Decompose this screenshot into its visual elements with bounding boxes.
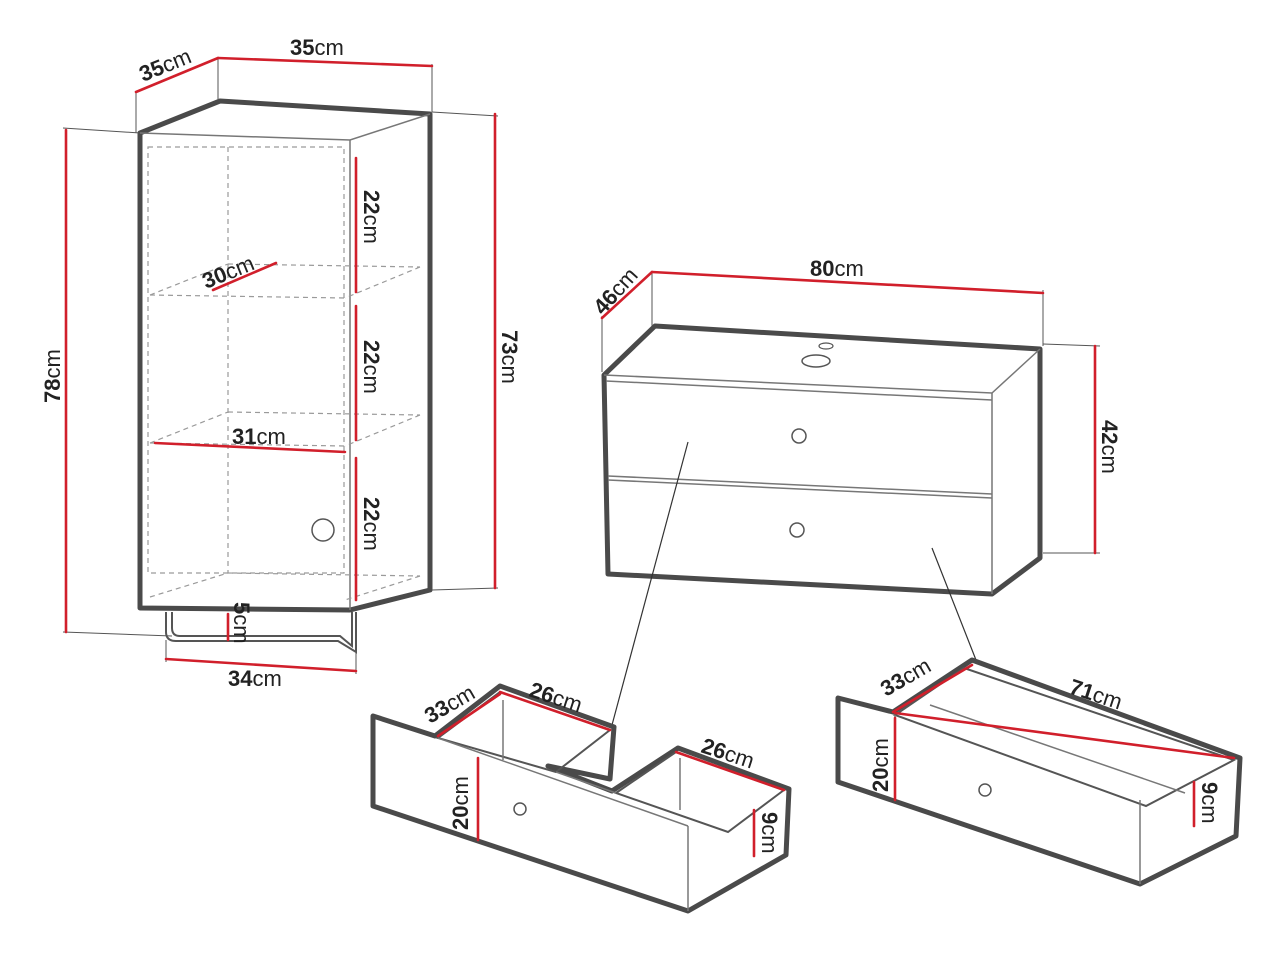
cabinet-base-width-label: 34cm: [228, 666, 282, 691]
cabinet-base-frame: [171, 612, 353, 649]
small-drawer-width-left-line: [498, 690, 612, 732]
vanity-depth-line: [600, 270, 654, 320]
vanity-width-line: [650, 270, 1045, 295]
cabinet-door-knob: [311, 518, 335, 542]
cabinet-width-line: [216, 56, 434, 68]
cabinet-depth-line: [134, 56, 220, 94]
vanity-depth-label: 46cm: [588, 263, 643, 320]
cabinet-base-width-line: [164, 657, 358, 673]
vanity-lower-knob: [789, 522, 805, 538]
small-drawer-pointer: [611, 441, 689, 726]
large-drawer-knob: [978, 783, 992, 797]
vanity-unit: 46cm 80cm 42cm: [588, 256, 1122, 726]
cabinet-shelf-width-label: 31cm: [232, 424, 286, 449]
large-drawer-width-label: 71cm: [1066, 674, 1125, 714]
sink-hole: [801, 354, 831, 368]
small-drawer-depth-line: [436, 692, 502, 738]
small-drawer: 33cm 26cm 26cm 20cm 9cm: [370, 677, 792, 914]
large-drawer-depth-line: [891, 663, 974, 714]
cabinet-shelf-width-line: [153, 441, 347, 454]
large-drawer: 33cm 71cm 20cm 9cm: [835, 653, 1243, 887]
cabinet-shelf-gap-label-1: 22cm: [359, 190, 384, 244]
vanity-upper-knob: [791, 428, 807, 444]
small-drawer-side-height-label: 9cm: [757, 812, 782, 854]
large-drawer-pointer: [931, 547, 977, 661]
tall-cabinet: 35cm 35cm 78cm 73cm 22cm 22cm 22cm 30cm …: [40, 35, 522, 691]
vanity-width-label: 80cm: [810, 256, 864, 281]
small-drawer-front-height-label: 20cm: [448, 776, 473, 830]
cabinet-total-height-label: 78cm: [40, 349, 65, 403]
small-drawer-width-right-line: [674, 750, 786, 792]
large-drawer-width-line: [893, 711, 1236, 760]
cabinet-width-label: 35cm: [290, 35, 344, 60]
cabinet-body-height-label: 73cm: [497, 330, 522, 384]
large-drawer-front-height-label: 20cm: [868, 738, 893, 792]
cabinet-shelf-depth-line: [211, 261, 278, 292]
small-drawer-knob: [513, 802, 527, 816]
cabinet-shelf-gap-label-3: 22cm: [359, 497, 384, 551]
cabinet-shelf-gap-label-2: 22cm: [359, 340, 384, 394]
vanity-height-label: 42cm: [1097, 420, 1122, 474]
cabinet-leg-height-label: 5cm: [229, 602, 254, 644]
large-drawer-side-height-label: 9cm: [1197, 782, 1222, 824]
